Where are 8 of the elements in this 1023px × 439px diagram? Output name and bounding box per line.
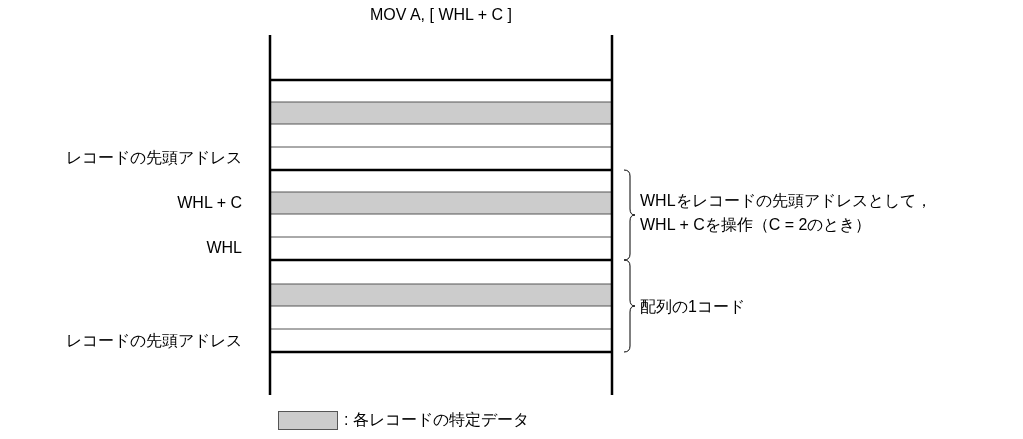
address-label: WHL [205, 238, 242, 258]
note-text: 配列の1コード [640, 297, 745, 317]
legend-text: : 各レコードの特定データ [344, 410, 529, 430]
note-text: WHLをレコードの先頭アドレスとして，WHL + Cを操作（C = 2のとき） [640, 191, 933, 235]
address-label: WHL + C [176, 193, 242, 213]
instruction-title: MOV A, [ WHL + C ] [368, 5, 514, 25]
address-label: レコードの先頭アドレス [65, 331, 242, 351]
address-label: レコードの先頭アドレス [65, 148, 242, 168]
